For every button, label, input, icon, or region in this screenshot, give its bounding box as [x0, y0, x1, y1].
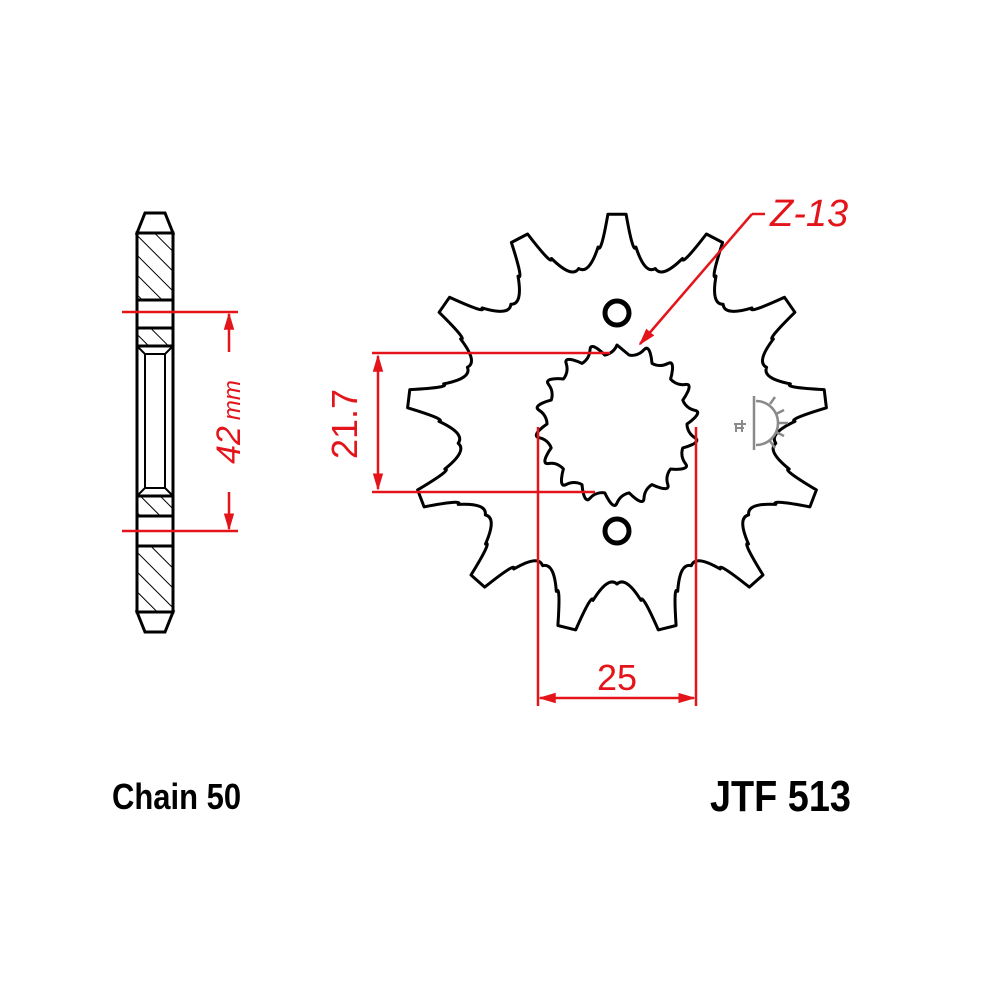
mounting-hole-bottom — [602, 516, 632, 546]
chain-size-label: Chain 50 — [112, 776, 242, 817]
top-chamfer — [134, 211, 176, 235]
sun-rotation-symbol-icon — [734, 396, 788, 450]
bore-inner-lines — [136, 345, 174, 497]
mounting-hole-top — [602, 298, 632, 328]
bore-section — [135, 344, 175, 498]
offset-dimension — [122, 310, 238, 533]
spline-dimension — [372, 351, 610, 494]
spline-bore — [534, 343, 700, 507]
tooth-count-leader — [638, 212, 765, 346]
upper-hatched-section — [135, 231, 175, 302]
bottom-chamfer — [134, 610, 176, 634]
part-number-label: JTF 513 — [710, 772, 851, 821]
tooth-count-label: Z-13 — [769, 193, 848, 235]
lower-hatched-section — [135, 544, 175, 614]
upper-hub-hatched — [135, 326, 175, 348]
lower-hub-hatched — [135, 494, 175, 518]
offset-dimension-label: 42mm — [210, 380, 248, 464]
upper-hub-band — [135, 298, 175, 330]
width-dimension — [536, 427, 698, 706]
spline-dimension-label: 21.7 — [324, 389, 365, 459]
side-profile — [134, 211, 176, 634]
width-dimension-label: 25 — [597, 657, 637, 698]
